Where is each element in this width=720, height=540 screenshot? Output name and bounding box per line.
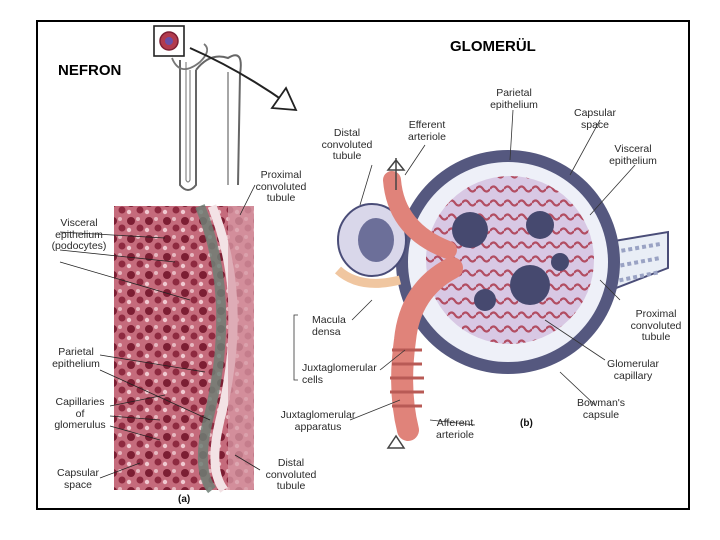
label-visceral-podocytes: Visceral epithelium (podocytes) bbox=[38, 218, 120, 253]
label-proximal-tubule-a: Proximal convoluted tubule bbox=[246, 170, 316, 205]
label-capsular-space-a: Capsular space bbox=[46, 468, 110, 491]
label-capsular-space-b: Capsular space bbox=[560, 108, 630, 131]
label-macula-densa: Macula densa bbox=[312, 315, 346, 338]
label-parietal-epithelium-a: Parietal epithelium bbox=[42, 347, 110, 370]
label-bowmans-capsule: Bowman's capsule bbox=[566, 398, 636, 421]
nephron-title: NEFRON bbox=[58, 62, 121, 79]
label-capillaries-glomerulus: Capillaries of glomerulus bbox=[46, 397, 114, 432]
label-distal-tubule-a: Distal convoluted tubule bbox=[256, 458, 326, 493]
label-distal-tubule-b: Distal convoluted tubule bbox=[316, 128, 378, 163]
label-visceral-epithelium-b: Visceral epithelium bbox=[600, 144, 666, 167]
glomerulus-title: GLOMERÜL bbox=[450, 38, 536, 55]
zoom-arrow-icon bbox=[272, 88, 296, 110]
label-efferent-arteriole: Efferent arteriole bbox=[396, 120, 458, 143]
label-juxtaglomerular-cells: Juxtaglomerular cells bbox=[302, 363, 377, 386]
nephron-sketch bbox=[154, 26, 296, 190]
label-afferent-arteriole: Afferent arteriole bbox=[424, 418, 486, 441]
label-parietal-epithelium-b: Parietal epithelium bbox=[478, 88, 550, 111]
label-juxtaglomerular-apparatus: Juxtaglomerular apparatus bbox=[270, 410, 366, 433]
label-glomerular-capillary: Glomerular capillary bbox=[596, 359, 670, 382]
label-proximal-tubule-b: Proximal convoluted tubule bbox=[622, 309, 690, 344]
panel-b-tag: (b) bbox=[520, 418, 533, 429]
panel-a-tag: (a) bbox=[178, 494, 190, 505]
